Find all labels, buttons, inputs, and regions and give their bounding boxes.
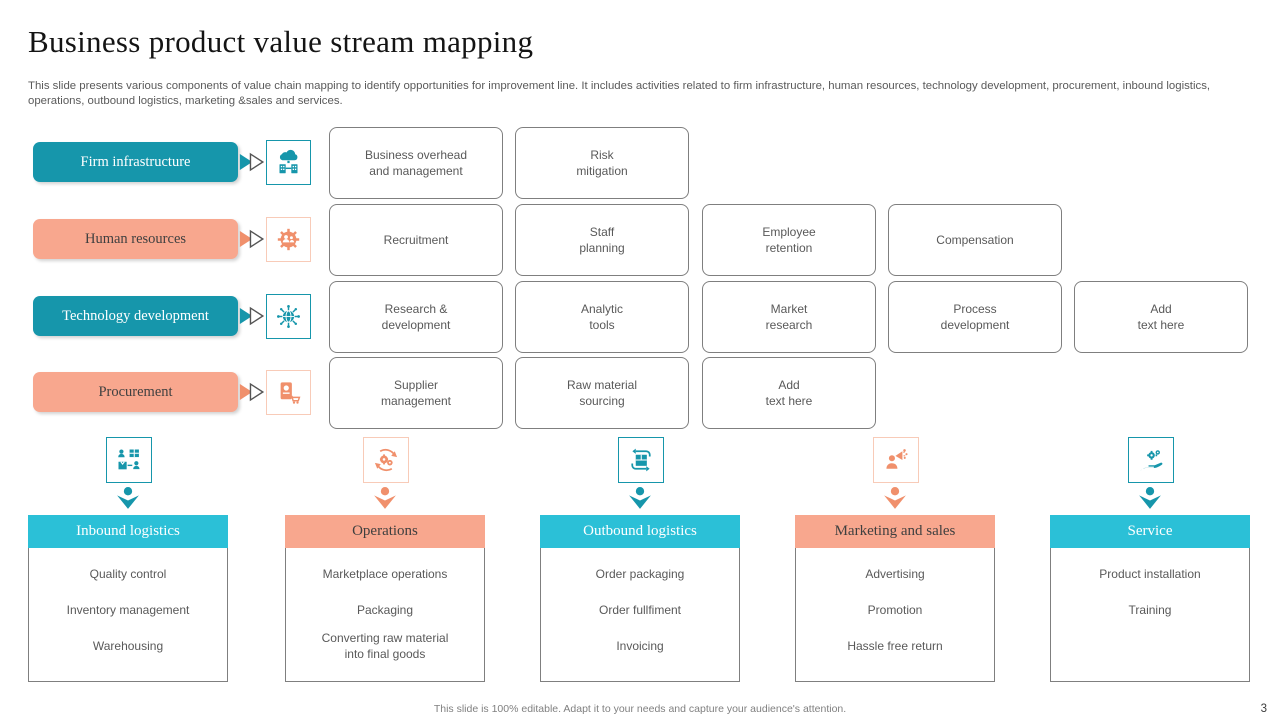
list-item: Advertising — [865, 567, 925, 582]
list-item: Promotion — [867, 603, 923, 618]
activity-box[interactable]: Process development — [888, 281, 1062, 353]
support-row-technology-development[interactable]: Technology development — [33, 296, 238, 336]
list-item: Invoicing — [616, 639, 664, 654]
activity-box[interactable]: Staff planning — [515, 204, 689, 276]
slide-description: This slide presents various components o… — [28, 80, 1211, 108]
page-number: 3 — [1260, 703, 1267, 715]
inbound-logistics-icon — [118, 449, 140, 470]
support-row-human-resources[interactable]: Human resources — [33, 219, 238, 259]
column-header: Service — [1050, 515, 1250, 548]
activity-box-placeholder[interactable]: Add text here — [1074, 281, 1248, 353]
right-arrow-icon — [239, 382, 265, 402]
list-item: Order fullfiment — [598, 603, 682, 618]
right-arrow-icon — [239, 229, 265, 249]
list-item: Quality control — [89, 567, 167, 582]
icon-tile[interactable] — [873, 437, 919, 483]
activity-box[interactable]: Recruitment — [329, 204, 503, 276]
primary-column-outbound-logistics[interactable]: Outbound logistics Order packaging Order… — [540, 515, 740, 682]
primary-column-service[interactable]: Service Product installation Training — [1050, 515, 1250, 682]
list-item: Inventory management — [66, 603, 190, 618]
list-item: Marketplace operations — [322, 567, 448, 582]
support-row-firm-infrastructure[interactable]: Firm infrastructure — [33, 142, 238, 182]
activity-box-placeholder[interactable]: Add text here — [702, 357, 876, 429]
icon-tile[interactable] — [1128, 437, 1174, 483]
down-arrow-icon — [374, 487, 396, 509]
icon-tile[interactable] — [618, 437, 664, 483]
human-resources-icon — [277, 228, 300, 251]
activity-box[interactable]: Compensation — [888, 204, 1062, 276]
icon-tile[interactable] — [266, 140, 311, 185]
support-row-procurement[interactable]: Procurement — [33, 372, 238, 412]
column-header: Outbound logistics — [540, 515, 740, 548]
activity-box[interactable]: Employee retention — [702, 204, 876, 276]
column-header: Marketing and sales — [795, 515, 995, 548]
technology-development-icon — [277, 305, 300, 328]
footer-note: This slide is 100% editable. Adapt it to… — [433, 703, 847, 715]
activity-box[interactable]: Market research — [702, 281, 876, 353]
list-item: Packaging — [356, 603, 414, 618]
primary-column-inbound-logistics[interactable]: Inbound logistics Quality control Invent… — [28, 515, 228, 682]
service-icon — [1139, 450, 1163, 471]
down-arrow-icon — [629, 487, 651, 509]
down-arrow-icon — [884, 487, 906, 509]
list-item: Hassle free return — [847, 639, 943, 654]
column-header: Operations — [285, 515, 485, 548]
activity-box[interactable]: Supplier management — [329, 357, 503, 429]
activity-box[interactable]: Analytic tools — [515, 281, 689, 353]
icon-tile[interactable] — [106, 437, 152, 483]
icon-tile[interactable] — [266, 370, 311, 415]
list-item: Training — [1128, 603, 1172, 618]
page-title: Business product value stream mapping — [28, 24, 534, 59]
column-header: Inbound logistics — [28, 515, 228, 548]
activity-box[interactable]: Risk mitigation — [515, 127, 689, 199]
down-arrow-icon — [1139, 487, 1161, 509]
activity-box[interactable]: Research & development — [329, 281, 503, 353]
outbound-logistics-icon — [631, 448, 651, 472]
procurement-icon — [280, 382, 301, 404]
primary-column-marketing-sales[interactable]: Marketing and sales Advertising Promotio… — [795, 515, 995, 682]
right-arrow-icon — [239, 306, 265, 326]
activity-box[interactable]: Raw material sourcing — [515, 357, 689, 429]
list-item: Warehousing — [92, 639, 164, 654]
list-item: Converting raw material into final goods — [321, 631, 449, 661]
list-item: Product installation — [1099, 567, 1201, 582]
down-arrow-icon — [117, 487, 139, 509]
icon-tile[interactable] — [266, 217, 311, 262]
marketing-sales-icon — [886, 449, 908, 469]
icon-tile[interactable] — [266, 294, 311, 339]
operations-icon — [374, 448, 398, 472]
icon-tile[interactable] — [363, 437, 409, 483]
primary-column-operations[interactable]: Operations Marketplace operations Packag… — [285, 515, 485, 682]
list-item: Order packaging — [595, 567, 685, 582]
activity-box[interactable]: Business overhead and management — [329, 127, 503, 199]
firm-infrastructure-icon — [279, 149, 298, 174]
right-arrow-icon — [239, 152, 265, 172]
